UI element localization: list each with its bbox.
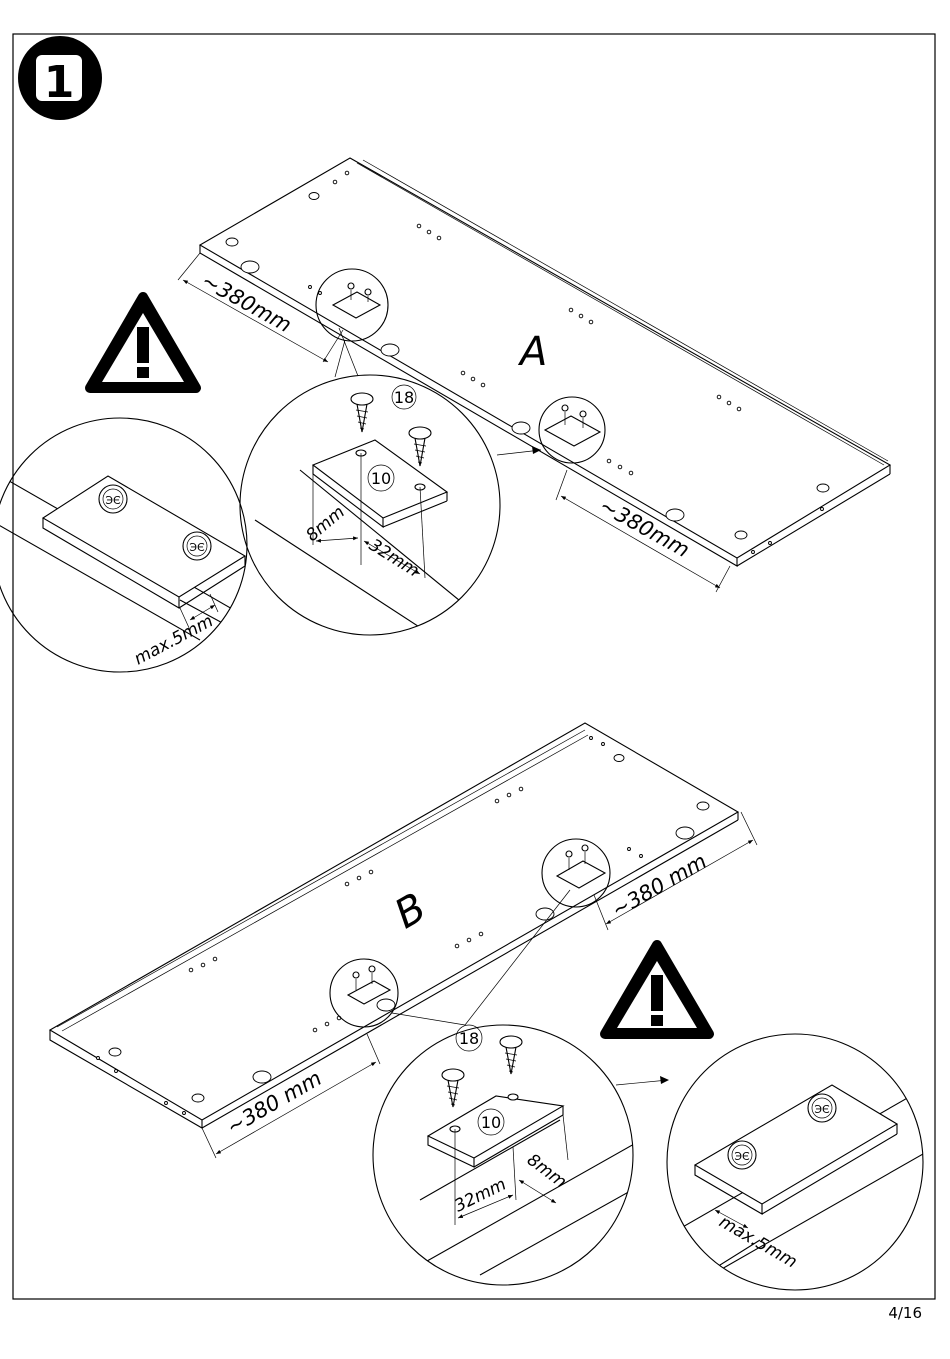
svg-text:ЭЄ: ЭЄ: [105, 494, 121, 507]
step-number-badge: 1: [18, 36, 102, 120]
screw-part-number-a: 18: [394, 388, 414, 407]
panel-a-label: A: [517, 329, 547, 375]
panel-a: A ~380mm ~380mm: [178, 158, 890, 592]
svg-text:ЭЄ: ЭЄ: [814, 1103, 830, 1116]
detail-plate-b: 18 10 32mm 8mm: [373, 1025, 650, 1285]
step-number: 1: [44, 57, 75, 108]
screw-icon: [442, 1069, 464, 1107]
detail-gap-a: ЭЄ ЭЄ max.5mm: [0, 418, 300, 672]
max-gap-label-b: max.5mm: [716, 1212, 801, 1273]
exclamation-triangle-icon: [605, 945, 709, 1034]
page-number: 4/16: [888, 1304, 922, 1322]
exclamation-triangle-icon: [90, 297, 196, 388]
screw-part-number-b: 18: [459, 1029, 479, 1048]
hole-spacing-label-a: 32mm: [365, 535, 422, 581]
screw-icon: [500, 1036, 522, 1074]
screw-icon: [351, 393, 373, 432]
hole-spacing-label-b: 32mm: [451, 1175, 509, 1217]
screw-icon: [409, 427, 431, 466]
svg-text:ЭЄ: ЭЄ: [189, 541, 205, 554]
panel-b: B ~380 mm ~380 mm: [50, 723, 757, 1158]
edge-offset-label-b: 8mm: [523, 1150, 570, 1192]
svg-text:ЭЄ: ЭЄ: [734, 1150, 750, 1163]
detail-gap-b: ЭЄ ЭЄ max.5mm: [660, 1034, 930, 1290]
detail-plate-a: 18 10 8mm 32mm: [240, 375, 520, 660]
plate-part-number-a: 10: [371, 469, 391, 488]
plate-part-number-b: 10: [481, 1113, 501, 1132]
